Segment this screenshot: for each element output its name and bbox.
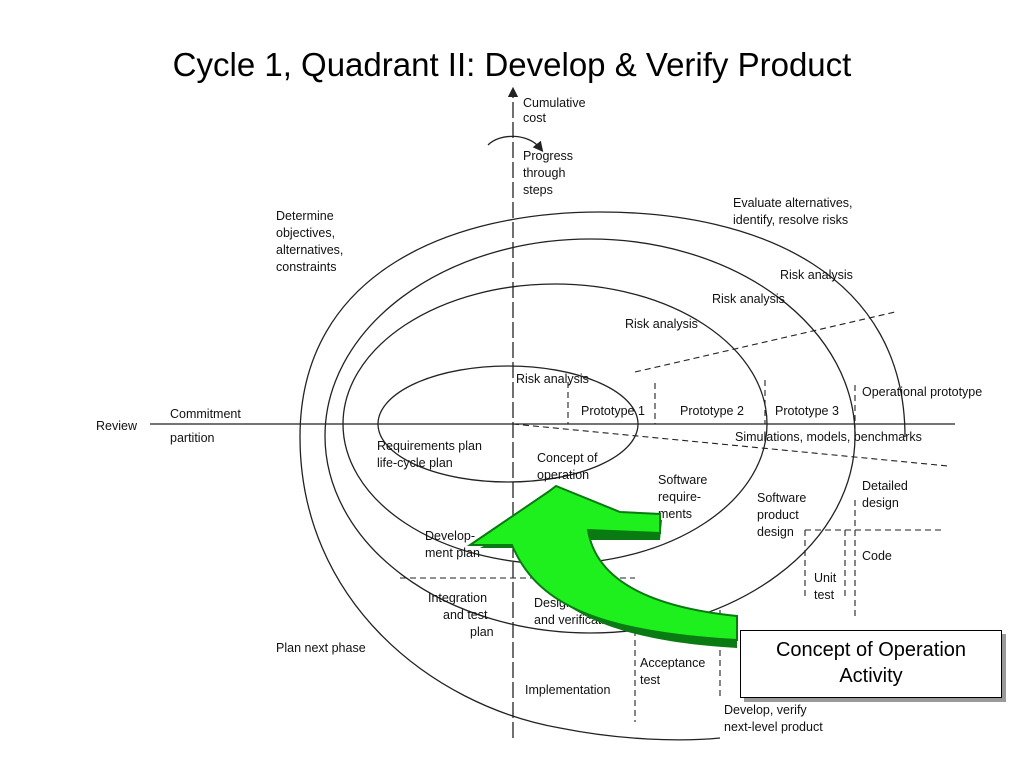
determine-label-2: objectives, bbox=[276, 226, 335, 240]
detailed-design-1: Detailed bbox=[862, 479, 908, 493]
software-requirements-1: Software bbox=[658, 473, 707, 487]
operational-prototype-label: Operational prototype bbox=[862, 385, 982, 399]
determine-label-4: constraints bbox=[276, 260, 336, 274]
progress-arrow bbox=[487, 135, 544, 153]
determine-label-3: alternatives, bbox=[276, 243, 343, 257]
plan-next-phase-label: Plan next phase bbox=[276, 641, 366, 655]
slide-title: Cycle 1, Quadrant II: Develop & Verify P… bbox=[172, 46, 852, 83]
cumulative-cost-label-2: cost bbox=[523, 111, 546, 125]
requirements-plan-2: life-cycle plan bbox=[377, 456, 453, 470]
code-label: Code bbox=[862, 549, 892, 563]
spiral-cycle-4 bbox=[299, 211, 906, 741]
concept-arrow bbox=[466, 484, 738, 648]
review-label: Review bbox=[96, 419, 138, 433]
risk-analysis-2: Risk analysis bbox=[625, 317, 698, 331]
risk-analysis-3: Risk analysis bbox=[712, 292, 785, 306]
requirements-plan-1: Requirements plan bbox=[377, 439, 482, 453]
prototype-3-label: Prototype 3 bbox=[775, 404, 839, 418]
simulations-label: Simulations, models, benchmarks bbox=[735, 430, 922, 444]
develop-verify-label-1: Develop, verify bbox=[724, 703, 807, 717]
progress-label-3: steps bbox=[523, 183, 553, 197]
development-plan-1: Develop- bbox=[425, 529, 475, 543]
determine-label-1: Determine bbox=[276, 209, 334, 223]
evaluate-label-2: identify, resolve risks bbox=[733, 213, 848, 227]
evaluate-label-1: Evaluate alternatives, bbox=[733, 196, 853, 210]
risk-analysis-1a: Risk analysis bbox=[516, 372, 589, 386]
software-product-design-3: design bbox=[757, 525, 794, 539]
acceptance-test-2: test bbox=[640, 673, 661, 687]
unit-test-2: test bbox=[814, 588, 835, 602]
software-product-design-2: product bbox=[757, 508, 799, 522]
prototype-2-label: Prototype 2 bbox=[680, 404, 744, 418]
cumulative-cost-label-1: Cumulative bbox=[523, 96, 586, 110]
concept-arrow-body bbox=[466, 484, 738, 642]
prototype-1-label: Prototype 1 bbox=[581, 404, 645, 418]
concept-of-operation-2: operation bbox=[537, 468, 589, 482]
progress-label-1: Progress bbox=[523, 149, 573, 163]
progress-label-2: through bbox=[523, 166, 565, 180]
implementation-label: Implementation bbox=[525, 683, 611, 697]
callout-line-1: Concept of Operation bbox=[775, 639, 967, 661]
integration-test-plan-1: Integration bbox=[428, 591, 487, 605]
callout-line-2: Activity bbox=[839, 665, 903, 687]
detailed-design-2: design bbox=[862, 496, 899, 510]
unit-test-1: Unit bbox=[814, 571, 837, 585]
software-product-design-1: Software bbox=[757, 491, 806, 505]
development-plan-2: ment plan bbox=[425, 546, 480, 560]
develop-verify-label-2: next-level product bbox=[724, 720, 823, 734]
software-requirements-3: ments bbox=[658, 507, 692, 521]
risk-analysis-4: Risk analysis bbox=[780, 268, 853, 282]
integration-test-plan-2: and test bbox=[443, 608, 488, 622]
concept-of-operation-callout: Concept of Operation Activity bbox=[740, 630, 1002, 698]
integration-test-plan-3: plan bbox=[470, 625, 494, 639]
commitment-label: Commitment bbox=[170, 407, 241, 421]
acceptance-test-1: Acceptance bbox=[640, 656, 705, 670]
concept-of-operation-1: Concept of bbox=[537, 451, 598, 465]
partition-label: partition bbox=[170, 431, 215, 445]
software-requirements-2: require- bbox=[658, 490, 701, 504]
